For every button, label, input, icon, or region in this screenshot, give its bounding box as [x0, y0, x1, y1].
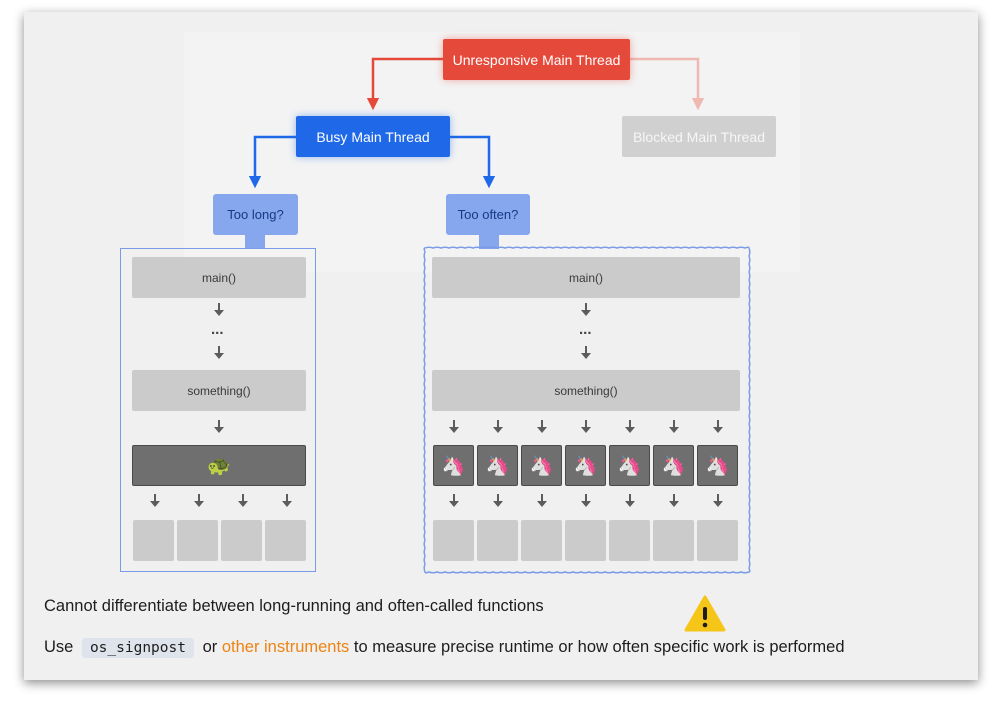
right-something-function: something()	[432, 370, 740, 411]
right-leaf-box	[477, 520, 518, 561]
too-often-question-label: Too often?	[457, 207, 519, 222]
unresponsive-main-thread-node: Unresponsive Main Thread	[443, 39, 630, 80]
caption-line-1: Cannot differentiate between long-runnin…	[44, 597, 544, 615]
fast-function-box: 🦄	[477, 445, 518, 486]
left-something-function: something()	[132, 370, 306, 411]
right-leaf-box	[653, 520, 694, 561]
left-main-function: main()	[132, 257, 306, 298]
down-arrow	[214, 303, 224, 316]
down-arrow	[214, 420, 224, 433]
left-leaf-box	[221, 520, 262, 561]
os-signpost-code: os_signpost	[81, 638, 194, 658]
fast-function-box: 🦄	[565, 445, 606, 486]
right-leaf-box	[433, 520, 474, 561]
right-main-function: main()	[432, 257, 740, 298]
unicorn-icon: 🦄	[485, 455, 510, 477]
arrow-busy-to-often	[450, 135, 496, 189]
down-arrow	[581, 303, 591, 316]
slow-function-box: 🐢	[132, 445, 306, 486]
down-arrow	[282, 494, 292, 507]
down-arrow	[581, 346, 591, 359]
down-arrow	[537, 494, 547, 507]
fast-function-box: 🦄	[433, 445, 474, 486]
fast-function-box: 🦄	[521, 445, 562, 486]
unicorn-icon: 🦄	[573, 455, 598, 477]
fast-function-box: 🦄	[609, 445, 650, 486]
arrow-root-to-busy	[366, 57, 443, 111]
stem-often	[479, 234, 499, 249]
down-arrow	[449, 494, 459, 507]
left-leaf-box	[133, 520, 174, 561]
busy-main-thread-node: Busy Main Thread	[296, 116, 450, 157]
caption-use-text: Use	[44, 638, 74, 656]
often-question-wavy-edge	[446, 194, 530, 235]
right-leaf-box	[609, 520, 650, 561]
right-leaf-box	[565, 520, 606, 561]
right-leaf-box	[697, 520, 738, 561]
too-long-question: Too long?	[213, 194, 298, 235]
down-arrow	[449, 420, 459, 433]
often-panel-wavy-border	[423, 246, 751, 574]
down-arrow	[581, 420, 591, 433]
down-arrow	[238, 494, 248, 507]
too-long-panel	[120, 248, 316, 572]
down-arrow	[625, 494, 635, 507]
down-arrow	[493, 420, 503, 433]
unicorn-icon: 🦄	[705, 455, 730, 477]
unicorn-icon: 🦄	[529, 455, 554, 477]
right-leaf-box	[521, 520, 562, 561]
down-arrow	[150, 494, 160, 507]
other-instruments-link[interactable]: other instruments	[221, 638, 350, 656]
left-ellipsis: ...	[211, 321, 224, 338]
down-arrow	[625, 420, 635, 433]
unicorn-icon: 🦄	[441, 455, 466, 477]
caption-suffix-text: to measure precise runtime or how often …	[353, 638, 845, 656]
unicorn-icon: 🦄	[617, 455, 642, 477]
down-arrow	[493, 494, 503, 507]
caption-line-2: Use os_signpost or other instruments to …	[44, 638, 845, 658]
unicorn-icon: 🦄	[661, 455, 686, 477]
down-arrow	[713, 494, 723, 507]
down-arrow	[669, 420, 679, 433]
right-ellipsis: ...	[579, 321, 592, 338]
down-arrow	[194, 494, 204, 507]
fast-function-box: 🦄	[697, 445, 738, 486]
down-arrow	[713, 420, 723, 433]
down-arrow	[214, 346, 224, 359]
down-arrow	[537, 420, 547, 433]
left-leaf-box	[265, 520, 306, 561]
left-leaf-box	[177, 520, 218, 561]
arrow-root-to-blocked	[630, 57, 705, 111]
turtle-icon: 🐢	[207, 455, 231, 477]
fast-function-box: 🦄	[653, 445, 694, 486]
blocked-main-thread-node: Blocked Main Thread	[622, 116, 776, 157]
stem-long	[245, 234, 265, 249]
down-arrow	[669, 494, 679, 507]
caption-or-text: or	[202, 638, 218, 656]
down-arrow	[581, 494, 591, 507]
arrow-busy-to-long	[248, 135, 296, 189]
warning-icon	[684, 595, 726, 632]
